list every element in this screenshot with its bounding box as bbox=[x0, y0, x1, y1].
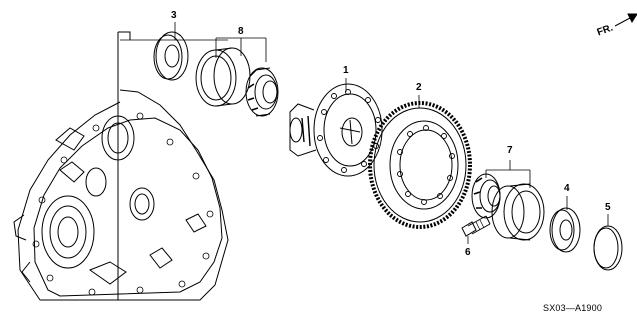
diagram-code: SX03—A1900 bbox=[543, 303, 603, 313]
callout-4: 4 bbox=[564, 183, 570, 194]
part-7-bearing-outer-race bbox=[491, 183, 545, 241]
transmission-housing bbox=[13, 31, 229, 301]
part-1-differential-carrier bbox=[289, 83, 383, 177]
front-direction-arrow-icon bbox=[614, 13, 637, 27]
part-5-snap-ring bbox=[593, 225, 623, 271]
callout-1: 1 bbox=[343, 65, 349, 76]
callout-5: 5 bbox=[605, 202, 611, 213]
part-2-final-gear bbox=[368, 101, 472, 229]
leader-lines bbox=[120, 22, 609, 244]
gear-bolt-holes bbox=[397, 125, 455, 205]
part-3-shim bbox=[153, 31, 189, 81]
callout-6: 6 bbox=[465, 247, 471, 258]
part-8-bearing-outer-race bbox=[195, 47, 251, 107]
callout-2: 2 bbox=[416, 82, 422, 93]
part-6-bolt bbox=[461, 215, 491, 237]
part-7-bearing-cone bbox=[471, 173, 501, 219]
part-8-bearing-cone bbox=[245, 67, 279, 117]
callout-8: 8 bbox=[238, 26, 244, 37]
callout-7: 7 bbox=[507, 145, 513, 156]
callout-3: 3 bbox=[171, 10, 177, 21]
part-4-shim bbox=[549, 207, 581, 253]
housing-bolt-holes bbox=[32, 112, 214, 296]
